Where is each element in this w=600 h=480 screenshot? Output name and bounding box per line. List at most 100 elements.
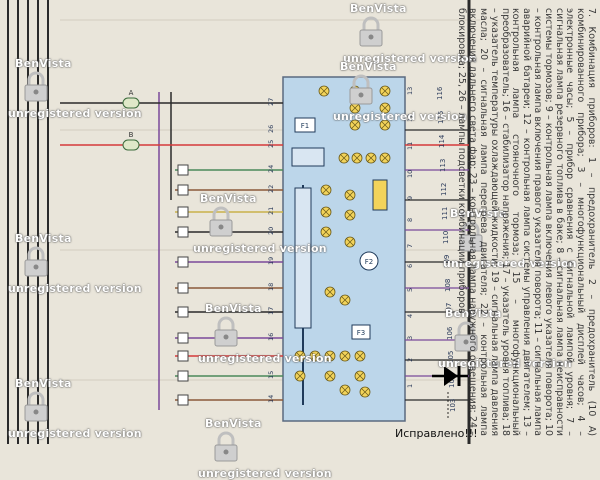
terminal-label: 6 (406, 264, 414, 268)
watermark-status: unregistered version (198, 352, 332, 365)
watermark-status: unregistered version (343, 52, 477, 65)
lamp-icon (338, 152, 350, 164)
watermark-brand: BenVista (205, 302, 262, 315)
lock-icon (22, 71, 50, 103)
terminal-label: 20 (267, 227, 275, 235)
terminal-label: 1 (406, 384, 414, 388)
stabilizer-block (372, 179, 388, 211)
terminal-label: 108 (444, 279, 452, 292)
lock-icon (347, 74, 375, 106)
lamp-icon (339, 350, 351, 362)
terminal-label: 16 (267, 333, 275, 341)
terminal-label: 3 (406, 336, 414, 340)
terminal-label: 110 (442, 231, 450, 244)
watermark-status: unregistered version (8, 282, 142, 295)
terminal-label: 21 (267, 207, 275, 215)
connector-icon (177, 164, 189, 176)
watermark-brand: BenVista (200, 192, 257, 205)
terminal-label: 13 (406, 87, 414, 95)
watermark-brand: BenVista (205, 417, 262, 430)
terminal-label: 105 (447, 351, 455, 364)
terminal-label: 15 (267, 371, 275, 379)
terminal-label: 5 (406, 288, 414, 292)
lock-icon (357, 16, 385, 48)
watermark-status: unregistered version (443, 257, 577, 270)
terminal-label: 2 (406, 358, 414, 362)
fuse-block-2 (359, 251, 379, 271)
fixed-annotation-label: Исправлено!!! (395, 427, 478, 440)
fuse-label-2: F2 (365, 258, 373, 266)
watermark-brand: BenVista (450, 207, 507, 220)
watermark-brand: BenVista (340, 60, 397, 73)
terminal-label: 17 (267, 307, 275, 315)
connector-icon (177, 256, 189, 268)
lamp-icon (320, 184, 332, 196)
terminal-label: 8 (406, 218, 414, 222)
plug-icon (122, 139, 140, 151)
lamp-icon (349, 119, 361, 131)
connector-icon (177, 306, 189, 318)
lamp-icon (318, 85, 330, 97)
lock-icon (22, 246, 50, 278)
connectors: AB (122, 89, 189, 406)
lamp-icon (309, 350, 321, 362)
terminal-label: 11 (406, 142, 414, 150)
lock-icon (212, 316, 240, 348)
lamp-icon (354, 350, 366, 362)
lamp-icon (324, 370, 336, 382)
terminal-label: 14 (267, 395, 275, 403)
plug-label: A (129, 89, 134, 97)
lock-icon (207, 206, 235, 238)
lamp-icon (320, 206, 332, 218)
terminal-label: 103 (449, 399, 457, 412)
watermark-brand: BenVista (15, 377, 72, 390)
terminal-label: 113 (439, 159, 447, 172)
terminal-label: 22 (267, 185, 275, 193)
lamp-icon (294, 370, 306, 382)
lamp-icon (344, 236, 356, 248)
lamp-icon (379, 119, 391, 131)
terminal-label: 18 (267, 283, 275, 291)
lamp-icon (351, 152, 363, 164)
lamp-icon (324, 350, 336, 362)
lamp-icon (379, 102, 391, 114)
relay-block (291, 147, 325, 167)
lamp-icon (349, 102, 361, 114)
terminal-label: 10 (406, 170, 414, 178)
connector-icon (177, 226, 189, 238)
lock-icon (212, 431, 240, 463)
lamp-icon (339, 384, 351, 396)
terminal-label: 111 (441, 207, 449, 220)
lamp-icon (365, 152, 377, 164)
terminal-label: 4 (406, 314, 414, 318)
watermark-status: unregistered version (333, 110, 467, 123)
lamps (294, 85, 391, 398)
fuse-block-1 (294, 117, 316, 133)
connector-icon (177, 332, 189, 344)
terminal-label: 112 (440, 183, 448, 196)
lamp-icon (379, 152, 391, 164)
watermark-status: unregistered version (8, 107, 142, 120)
terminal-label: 7 (406, 244, 414, 248)
terminal-label: 25 (267, 140, 275, 148)
watermark-status: unregistered version (198, 467, 332, 480)
connector-icon (177, 184, 189, 196)
lamp-icon (320, 226, 332, 238)
connector-icon (177, 206, 189, 218)
converter-block (294, 187, 312, 329)
terminal-label: 26 (267, 125, 275, 133)
lamp-icon (344, 209, 356, 221)
caption-column: 7. Комбинация приборов: 1 – предохраните… (456, 0, 600, 444)
fuse-components: F1 F2 F3 (291, 117, 388, 340)
lock-icon (22, 391, 50, 423)
watermark-status: unregistered version (438, 357, 572, 370)
lamp-icon (379, 85, 391, 97)
lamp-icon (354, 370, 366, 382)
lock-icon (457, 221, 485, 253)
watermark-status: unregistered version (193, 242, 327, 255)
watermark-brand: BenVista (350, 2, 407, 15)
terminal-label: 106 (446, 326, 454, 340)
lock-icon (452, 321, 480, 353)
